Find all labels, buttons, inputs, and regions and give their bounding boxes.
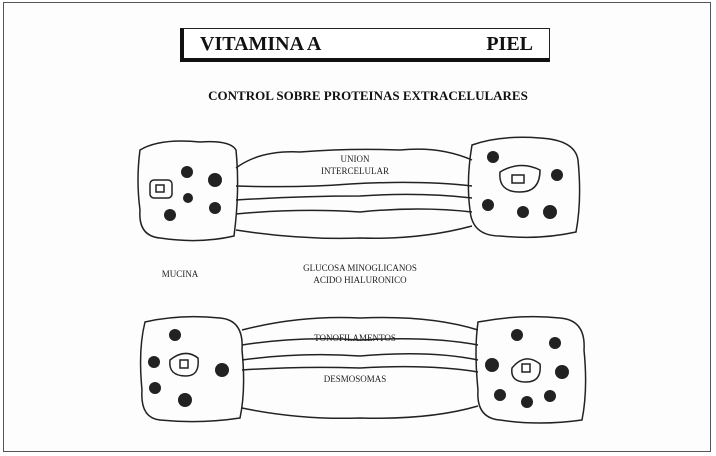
slide-frame [3, 2, 711, 452]
granules [148, 329, 229, 407]
label-glucosa: GLUCOSA MINOGLICANOS [303, 263, 417, 273]
nucleolus [521, 363, 531, 373]
nucleus [499, 164, 541, 193]
matrix-label-group: GLUCOSA MINOGLICANOS ACIDO HIALURONICO [270, 262, 450, 286]
label-mucina: MUCINA [161, 269, 199, 279]
granules [485, 329, 569, 408]
cell-top-left [137, 140, 239, 242]
label-desmosomas: DESMOSOMAS [323, 374, 387, 384]
title-box: VITAMINA A PIEL [180, 28, 550, 62]
nucleolus [155, 184, 165, 193]
nucleus [169, 352, 199, 377]
intercellular-bands [235, 148, 473, 240]
cell-top-right [467, 136, 581, 239]
desmosome-bands [241, 316, 479, 420]
nucleus [511, 358, 541, 383]
union-label-group: UNION INTERCELULAR [300, 153, 410, 177]
label-tonofilamentos: TONOFILAMENTOS [314, 333, 396, 343]
cell-bottom-right [475, 315, 587, 424]
granules [164, 166, 222, 221]
label-union: UNION [340, 154, 370, 164]
nucleolus [511, 174, 525, 184]
cell-bottom-left [139, 315, 245, 423]
nucleolus [179, 359, 189, 369]
nucleus [149, 179, 173, 199]
granules [482, 151, 563, 219]
title-piel: PIEL [486, 33, 533, 55]
label-acido: ACIDO HIALURONICO [313, 275, 407, 285]
subtitle: CONTROL SOBRE PROTEINAS EXTRACELULARES [208, 88, 528, 103]
label-intercelular: INTERCELULAR [321, 166, 389, 176]
title-vitamina: VITAMINA A [200, 33, 322, 55]
